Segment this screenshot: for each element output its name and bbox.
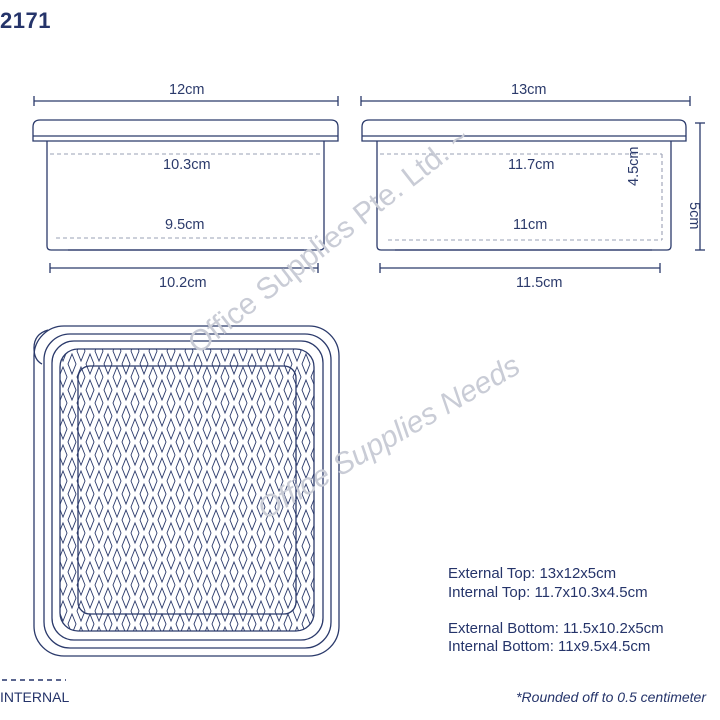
right-bottom-dimension-line [379,263,661,273]
spec-internal-bottom: Internal Bottom: 11x9.5x4.5cm [448,638,651,655]
right-side-view [360,96,705,273]
product-code: 2171 [0,8,51,33]
right-internal-bottom-label: 11cm [513,217,548,233]
right-internal-top-label: 11.7cm [508,157,555,173]
right-top-width-label: 13cm [511,82,547,98]
left-internal-bottom-label: 9.5cm [165,217,205,233]
spec-external-bottom: External Bottom: 11.5x10.2x5cm [448,620,664,637]
right-internal-height-label: 4.5cm [626,146,642,187]
left-top-dimension-line [33,96,339,106]
top-view-pattern-area [59,348,315,632]
left-top-width-label: 12cm [169,82,205,98]
spec-internal-top: Internal Top: 11.7x10.3x4.5cm [448,584,648,601]
right-internal-dashes [380,153,663,241]
watermark-text-1: Office Supplies Pte. Ltd. ~ [182,121,476,361]
top-view-tab [33,329,49,365]
left-bottom-dimension-line [49,263,319,273]
left-lid [32,119,339,142]
top-view [33,325,340,657]
left-internal-top-label: 10.3cm [163,157,211,173]
right-height-dimension-line [695,122,705,251]
top-view-outer-rim [33,325,340,657]
left-bottom-width-label: 10.2cm [159,275,207,291]
legend-internal-label: INTERNAL [0,689,70,705]
left-side-view [32,96,339,273]
footnote: *Rounded off to 0.5 centimeter [516,689,706,705]
right-top-dimension-line [360,96,691,106]
right-external-height-label: 5cm [686,202,702,230]
right-lid [361,119,687,142]
left-internal-dashes [50,153,322,239]
spec-external-top: External Top: 13x12x5cm [448,565,617,582]
right-bottom-width-label: 11.5cm [516,275,563,291]
